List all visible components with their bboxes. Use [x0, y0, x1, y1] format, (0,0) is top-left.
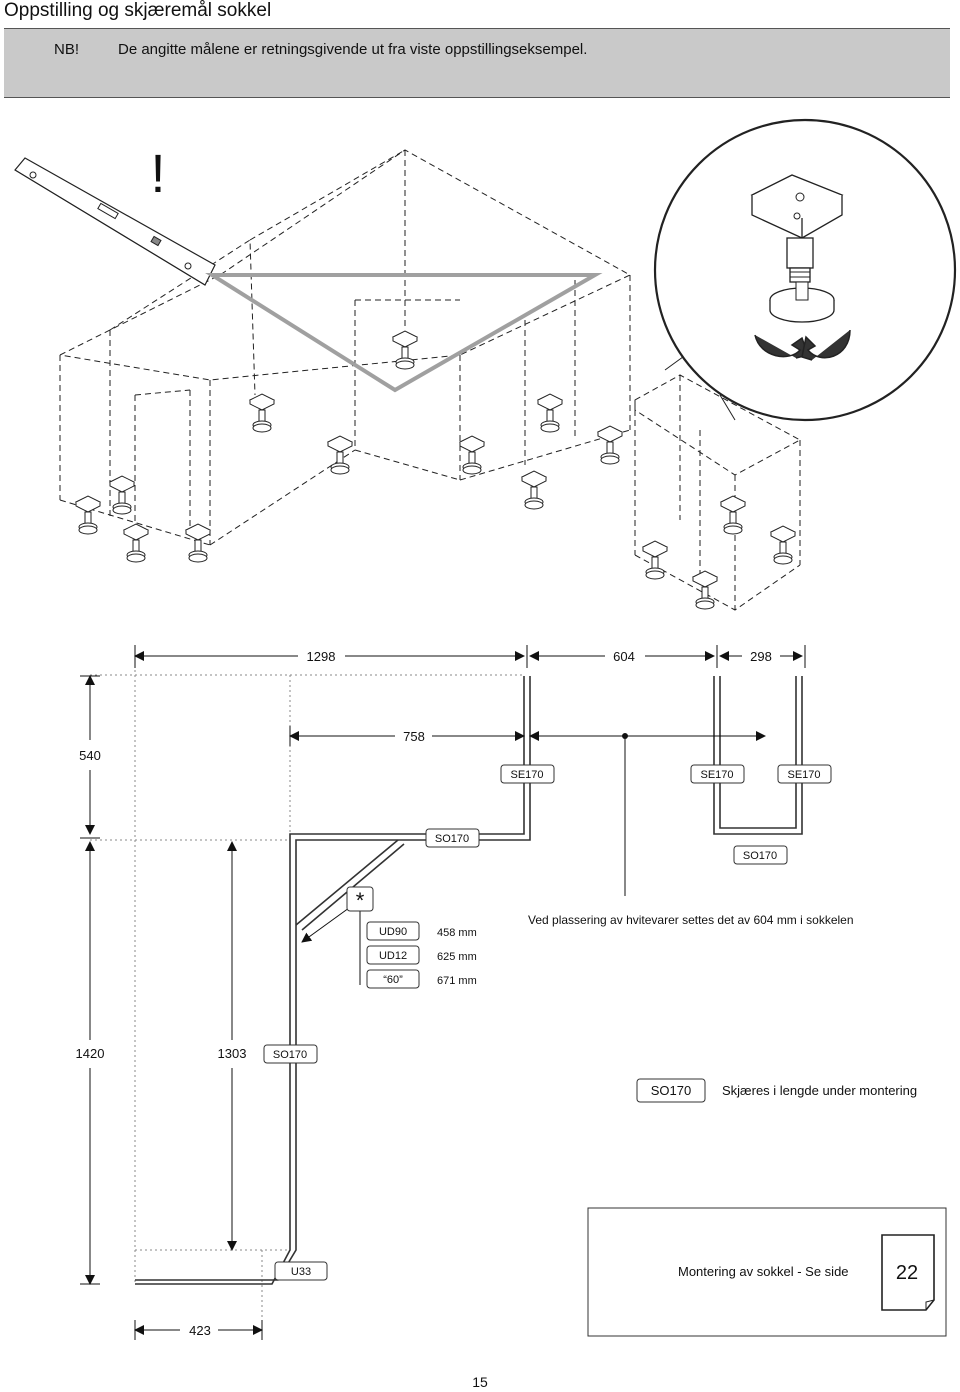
dim-298: 298 — [750, 649, 772, 664]
corner-code: UD90 — [379, 926, 407, 938]
tag-se170-left: SE170 — [510, 769, 543, 781]
warning-mark: ! — [150, 144, 165, 204]
centerline-dot — [622, 733, 628, 739]
rotate-right-arrow-icon — [801, 329, 851, 361]
tag-so170-top: SO170 — [435, 833, 469, 845]
dim-758: 758 — [403, 729, 425, 744]
page-ref-icon — [881, 1234, 935, 1311]
corner-value: 671 mm — [437, 975, 477, 987]
tag-asterisk: * — [356, 888, 365, 913]
tag-u33: U33 — [291, 1266, 311, 1278]
spirit-level-illustration — [14, 157, 216, 286]
page-number: 15 — [472, 1374, 488, 1390]
legend-text: Skjæres i lengde under montering — [722, 1083, 917, 1098]
level-line — [205, 273, 603, 393]
corner-value: 625 mm — [437, 951, 477, 963]
dim-1420: 1420 — [76, 1046, 105, 1061]
dim-604: 604 — [613, 649, 635, 664]
dim-1303: 1303 — [218, 1046, 247, 1061]
foot-detail-circle — [653, 118, 957, 422]
tag-so170-right: SO170 — [743, 850, 777, 862]
notice-label: NB! — [54, 41, 80, 58]
corner-code: UD12 — [379, 950, 407, 962]
dimension-lines — [80, 645, 806, 1340]
notice-text: De angitte målene er retningsgivende ut … — [118, 41, 588, 58]
legend-tag: SO170 — [651, 1083, 691, 1098]
tag-se170-middle: SE170 — [700, 769, 733, 781]
corner-value: 458 mm — [437, 927, 477, 939]
part-tags: SE170 SE170 SE170 SO170 SO170 SO170 U33 … — [263, 764, 832, 1281]
plan-guides — [90, 645, 525, 1340]
corner-table: UD90 458 mm UD12 625 mm “60” 671 mm — [366, 921, 477, 989]
dim-1298: 1298 — [307, 649, 336, 664]
adjustable-feet — [75, 330, 796, 610]
legend-tag-box — [636, 1078, 706, 1103]
rotate-left-arrow-icon — [754, 334, 809, 359]
tag-se170-right: SE170 — [787, 769, 820, 781]
tag-so170-left: SO170 — [273, 1049, 307, 1061]
reference-page: 22 — [896, 1262, 918, 1284]
appliance-note: Ved plassering av hvitevarer settes det … — [528, 913, 854, 927]
dim-540: 540 — [79, 748, 101, 763]
page-title: Oppstilling og skjæremål sokkel — [4, 0, 272, 21]
corner-code: “60” — [383, 974, 403, 986]
notice-box: NB! De angitte målene er retningsgivende… — [4, 28, 950, 98]
reference-text: Montering av sokkel - Se side — [678, 1264, 849, 1279]
dim-423: 423 — [189, 1323, 211, 1338]
isometric-cabinets — [59, 149, 802, 611]
